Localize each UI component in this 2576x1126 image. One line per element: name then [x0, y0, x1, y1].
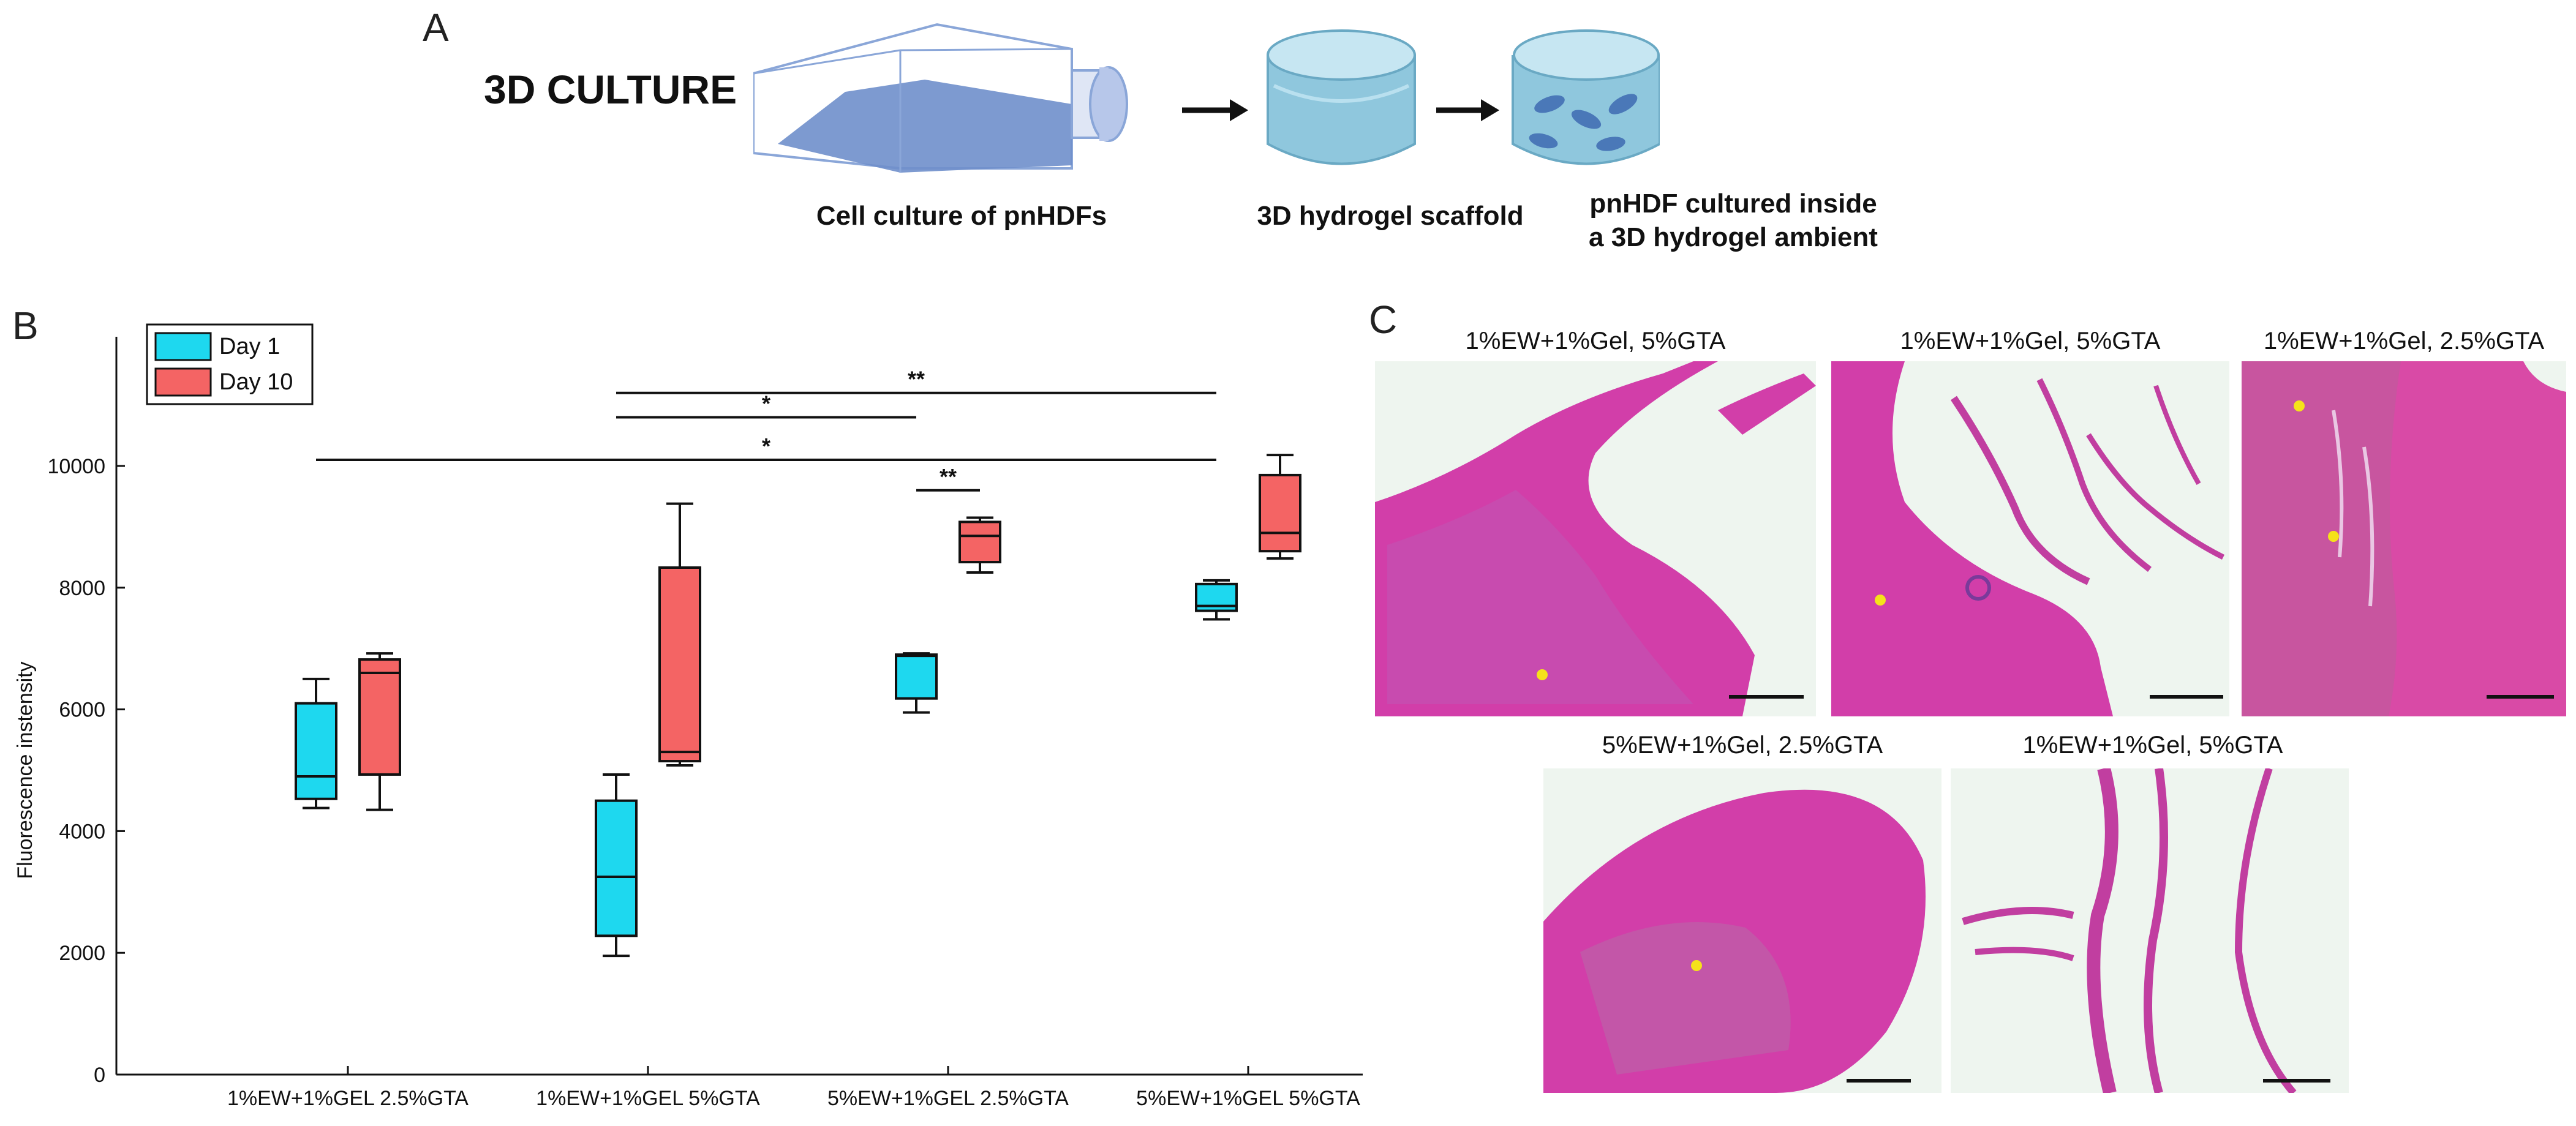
y-tick-label: 8000 [59, 577, 105, 600]
y-tick-label: 0 [94, 1064, 105, 1087]
y-tick-label: 10000 [47, 455, 105, 478]
legend-label: Day 10 [219, 369, 293, 395]
hydrogel-with-cells-icon [1512, 29, 1660, 165]
significance-label: * [762, 391, 770, 416]
box-rect [895, 653, 938, 700]
legend-swatch [154, 332, 212, 361]
step-label-line: Cell culture of pnHDFs [816, 201, 1107, 231]
box-rect [358, 658, 401, 776]
panel-b-letter: B [12, 304, 39, 348]
micro-title-2: 1%EW+1%Gel, 5%GTA [1900, 328, 2161, 355]
x-tick-label: 1%EW+1%GEL 2.5%GTA [227, 1087, 469, 1110]
significance-label: ** [908, 367, 925, 392]
micro-title-4: 5%EW+1%Gel, 2.5%GTA [1602, 732, 1883, 759]
x-tick-label: 1%EW+1%GEL 5%GTA [536, 1087, 760, 1110]
panel-a-title: 3D CULTURE [484, 67, 737, 112]
panel-a-letter: A [423, 6, 449, 50]
arrow-right-icon [1182, 99, 1248, 121]
y-axis-label: Fluorescence instensity [13, 661, 37, 879]
significance-label: ** [940, 464, 957, 489]
box-rect [295, 702, 337, 800]
significance-label: * [762, 434, 770, 459]
legend-swatch [154, 367, 212, 397]
micro-title-3: 1%EW+1%Gel, 2.5%GTA [2263, 328, 2545, 355]
box-rect [658, 566, 701, 763]
hydrogel-scaffold-icon [1267, 29, 1416, 165]
culture-flask-icon [753, 23, 1128, 173]
micrograph-image-1 [1375, 361, 1816, 716]
micrograph-image-4 [1543, 768, 1941, 1093]
box-rect [1259, 473, 1301, 553]
x-tick-label: 5%EW+1%GEL 5%GTA [1136, 1087, 1360, 1110]
y-tick-label: 2000 [59, 942, 105, 965]
panel-c-letter: C [1369, 298, 1398, 342]
x-tick-label: 5%EW+1%GEL 2.5%GTA [827, 1087, 1069, 1110]
micro-title-5: 1%EW+1%Gel, 5%GTA [2022, 732, 2283, 759]
step-label-cells: pnHDF cultured inside a 3D hydrogel ambi… [1550, 187, 1917, 254]
box-rect [958, 520, 1001, 564]
micrograph-image-3 [2242, 361, 2566, 716]
y-tick-label: 6000 [59, 699, 105, 722]
step-label-flask: Cell culture of pnHDFs [772, 199, 1151, 233]
box-rect [595, 799, 638, 937]
legend-label: Day 1 [219, 334, 280, 359]
arrow-right-icon [1436, 99, 1499, 121]
step-label-line: 3D hydrogel scaffold [1257, 201, 1524, 231]
micro-title-1: 1%EW+1%Gel, 5%GTA [1465, 328, 1726, 355]
y-tick-label: 4000 [59, 820, 105, 843]
step-label-line: pnHDF cultured inside [1589, 189, 1877, 219]
panel-a-schematic [753, 23, 1660, 173]
step-label-line: a 3D hydrogel ambient [1589, 222, 1878, 252]
step-label-scaffold: 3D hydrogel scaffold [1219, 199, 1562, 233]
micrograph-image-5 [1951, 768, 2349, 1093]
micrograph-image-2 [1831, 361, 2229, 716]
